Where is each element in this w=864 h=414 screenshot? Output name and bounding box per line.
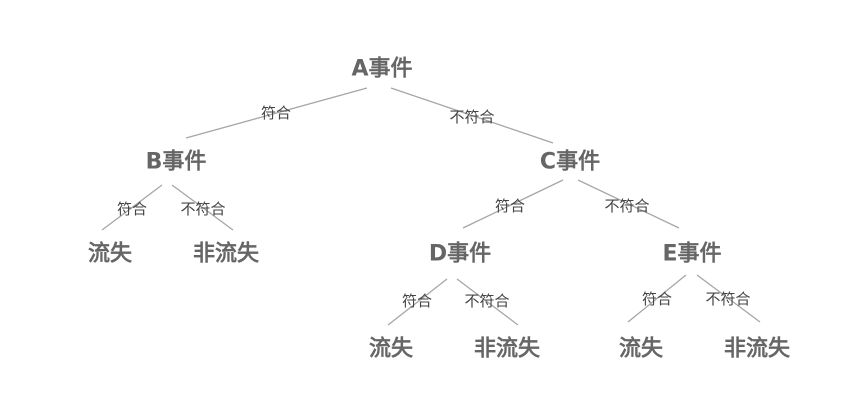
edge-label-b-churn: 符合 xyxy=(117,200,147,218)
edge-label-b-nonchurn: 不符合 xyxy=(180,200,225,218)
leaf-e-nonchurn: 非流失 xyxy=(724,336,791,362)
leaf-b-churn: 流失 xyxy=(88,241,133,267)
edge-label-a-b: 符合 xyxy=(261,104,291,122)
edge-label-c-e: 不符合 xyxy=(604,197,649,215)
edge-line-c-d xyxy=(462,179,564,229)
node-d-event: D事件 xyxy=(429,241,491,267)
edge-line-d-churn xyxy=(387,278,448,326)
leaf-b-nonchurn: 非流失 xyxy=(193,241,260,267)
edge-label-e-churn: 符合 xyxy=(642,290,672,308)
node-c-event: C事件 xyxy=(540,149,600,175)
edge-label-e-nonchurn: 不符合 xyxy=(705,290,750,308)
node-b-event: B事件 xyxy=(146,149,207,175)
node-e-event: E事件 xyxy=(662,241,721,267)
leaf-e-churn: 流失 xyxy=(619,336,664,362)
edge-line-a-c xyxy=(390,87,554,144)
edge-label-d-churn: 符合 xyxy=(402,292,432,310)
edge-line-a-b xyxy=(185,87,368,139)
edge-line-d-nonchurn xyxy=(456,278,519,326)
node-a-event: A事件 xyxy=(351,56,412,82)
edge-label-c-d: 符合 xyxy=(495,197,525,215)
edge-label-a-c: 不符合 xyxy=(449,108,494,126)
edge-label-d-nonchurn: 不符合 xyxy=(464,292,509,310)
leaf-d-nonchurn: 非流失 xyxy=(474,336,541,362)
edge-line-b-nonchurn xyxy=(171,184,234,231)
edge-line-b-churn xyxy=(101,184,163,231)
leaf-d-churn: 流失 xyxy=(369,336,414,362)
edge-line-c-e xyxy=(577,179,680,229)
edge-line-e-churn xyxy=(627,274,687,323)
edge-line-e-nonchurn xyxy=(696,274,761,323)
